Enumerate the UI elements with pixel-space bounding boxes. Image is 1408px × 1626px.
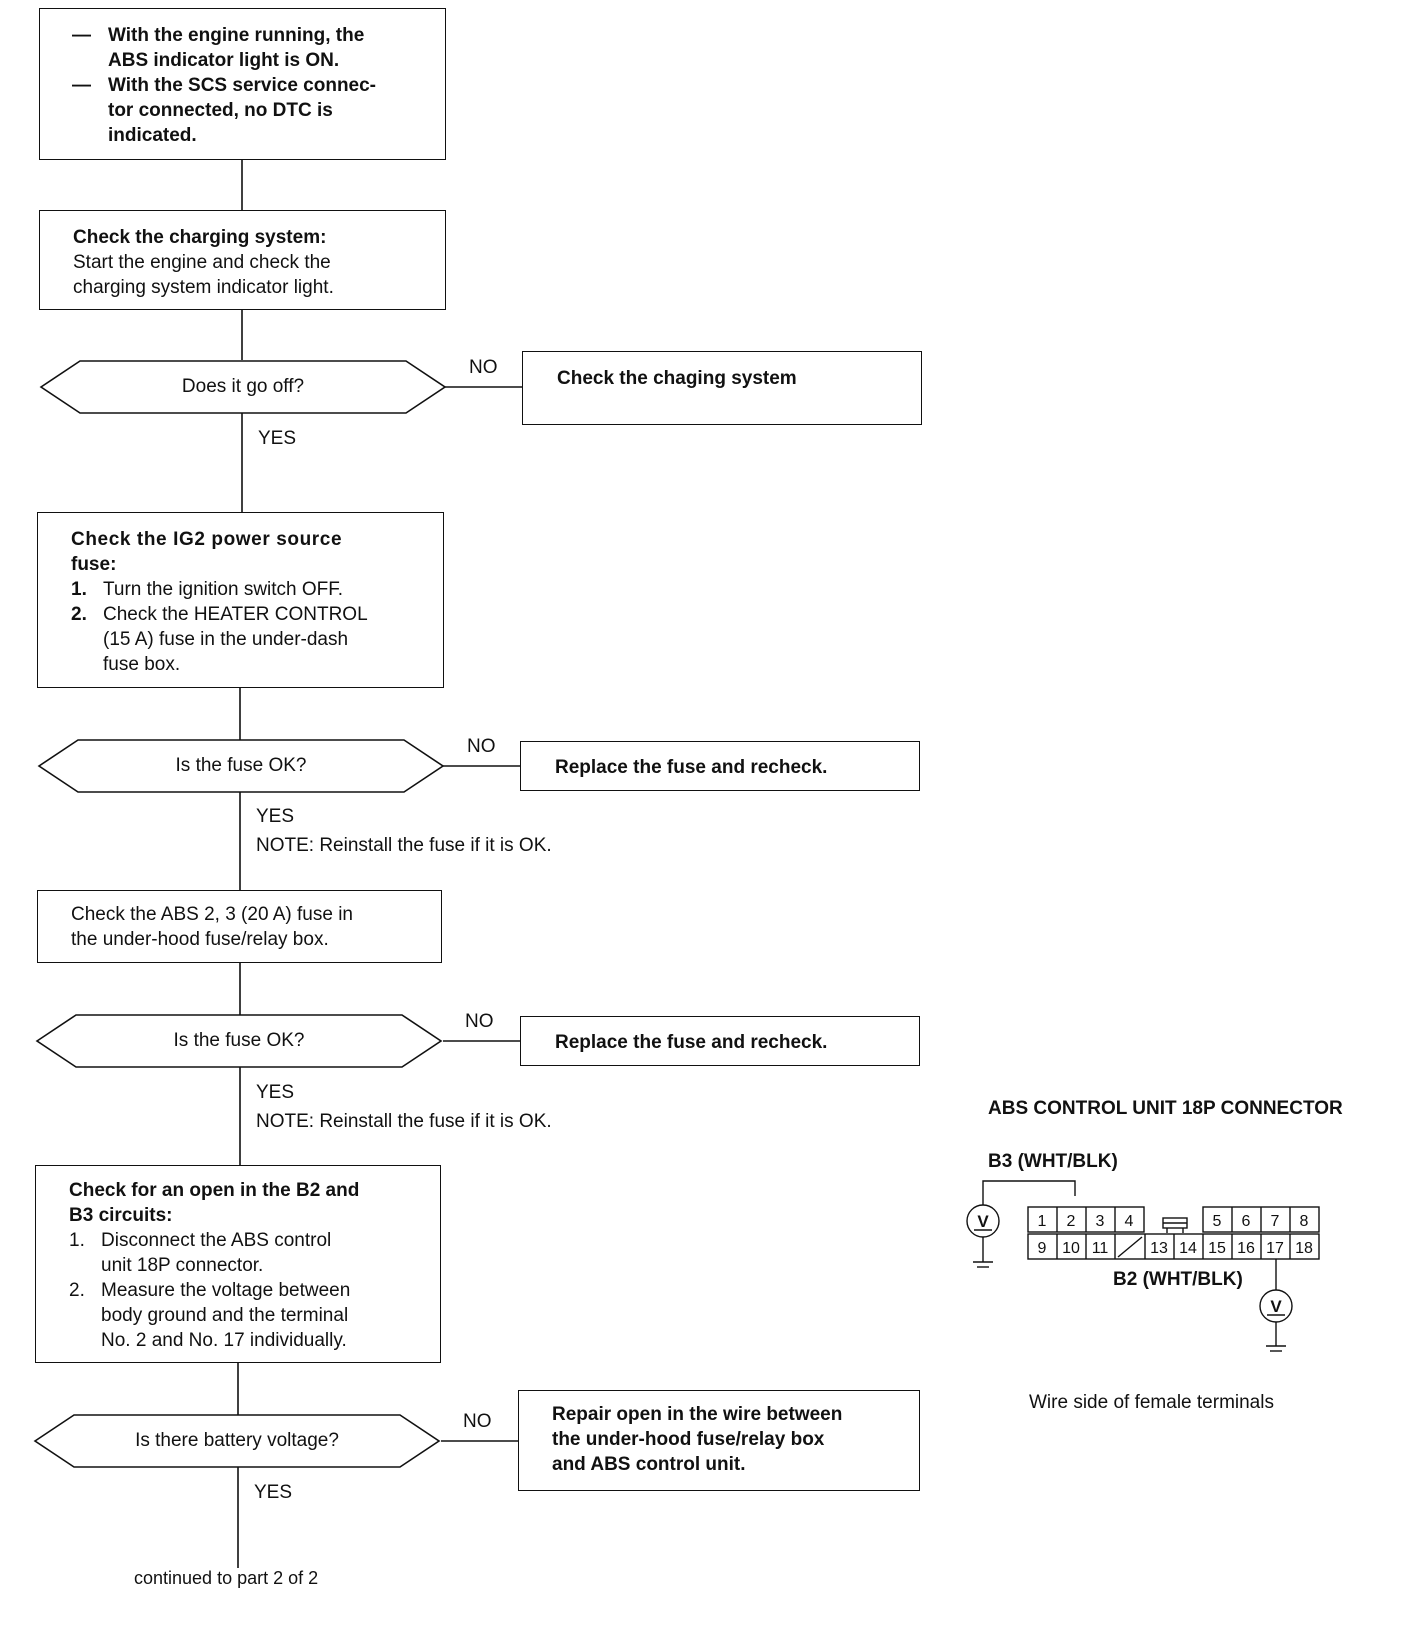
step4-item-1-line-2: unit 18P connector. xyxy=(101,1255,264,1276)
decision-2-no-label: NO xyxy=(467,736,496,757)
start-line-3: With the SCS service connec- xyxy=(108,75,377,96)
decision-4-no-action-line-1: Repair open in the wire between xyxy=(552,1404,843,1425)
step2-title-line-1: Check the IG2 power source xyxy=(71,529,343,550)
decision-3-question: Is the fuse OK? xyxy=(173,1030,305,1051)
connector-title: ABS CONTROL UNIT 18P CONNECTOR xyxy=(988,1098,1343,1119)
start-line-4: tor connected, no DTC is xyxy=(108,100,333,121)
step2-item-2-line-3: fuse box. xyxy=(103,654,181,675)
decision-4-question: Is there battery voltage? xyxy=(135,1430,339,1451)
replace-fuse-action-box-2: Replace the fuse and recheck. xyxy=(520,1016,920,1066)
decision-1-question: Does it go off? xyxy=(181,376,305,397)
step3-line-2: the under-hood fuse/relay box. xyxy=(71,929,329,950)
connector-pin-5: 5 xyxy=(1213,1213,1222,1230)
connector-pin-14: 14 xyxy=(1179,1240,1197,1257)
connector-pin-15: 15 xyxy=(1208,1240,1226,1257)
decision-1-yes-label: YES xyxy=(258,428,297,449)
connector-pin-10: 10 xyxy=(1062,1240,1080,1257)
decision-3-note: NOTE: Reinstall the fuse if it is OK. xyxy=(256,1111,552,1132)
step2-item-1-line-1: Turn the ignition switch OFF. xyxy=(103,579,344,600)
decision-4-no-action-line-3: and ABS control unit. xyxy=(552,1454,746,1475)
decision-4-yes-label: YES xyxy=(254,1482,293,1503)
step2-num-1: 1. xyxy=(71,579,87,600)
step4-item-2-line-2: body ground and the terminal xyxy=(101,1305,349,1326)
connector-pin-8: 8 xyxy=(1300,1213,1309,1230)
connector-pin-4: 4 xyxy=(1125,1213,1134,1230)
step3-line-1: Check the ABS 2, 3 (20 A) fuse in xyxy=(71,904,353,925)
b3-label: B3 (WHT/BLK) xyxy=(988,1151,1118,1172)
start-line-2: ABS indicator light is ON. xyxy=(108,50,340,71)
step4-item-1-line-1: Disconnect the ABS control xyxy=(101,1230,332,1251)
decision-shape-2 xyxy=(37,739,445,793)
step4-num-1: 1. xyxy=(69,1230,85,1251)
step2-title-line-2: fuse: xyxy=(71,554,117,575)
step1-body-line-2: charging system indicator light. xyxy=(73,277,334,298)
start-line-1: With the engine running, the xyxy=(108,25,365,46)
decision-2-note: NOTE: Reinstall the fuse if it is OK. xyxy=(256,835,552,856)
connector-diagram xyxy=(966,1180,1320,1352)
decision-shape-3 xyxy=(35,1014,443,1068)
decision-1-no-label: NO xyxy=(469,357,498,378)
connector-pin-3: 3 xyxy=(1096,1213,1105,1230)
connector-pin-9: 9 xyxy=(1038,1240,1047,1257)
connector-pin-11: 11 xyxy=(1092,1240,1109,1257)
connector-pin-6: 6 xyxy=(1242,1213,1251,1230)
decision-4-no-label: NO xyxy=(463,1411,492,1432)
step4-num-2: 2. xyxy=(69,1280,85,1301)
decision-shape-1 xyxy=(39,360,447,414)
connector-pin-17: 17 xyxy=(1266,1240,1284,1257)
repair-open-action-box: Repair open in the wire between the unde… xyxy=(518,1390,920,1491)
connector-caption: Wire side of female terminals xyxy=(1029,1392,1274,1413)
connector-pin-18: 18 xyxy=(1295,1240,1313,1257)
decision-1-no-action: Check the chaging system xyxy=(557,368,797,389)
b2-label: B2 (WHT/BLK) xyxy=(1113,1269,1243,1290)
check-ig2-fuse-box: Check the IG2 power source fuse: 1. Turn … xyxy=(37,512,444,688)
decision-3-no-action: Replace the fuse and recheck. xyxy=(555,1032,828,1053)
check-abs-fuse-box: Check the ABS 2, 3 (20 A) fuse in the un… xyxy=(37,890,442,963)
voltmeter-right-symbol: V xyxy=(1270,1297,1282,1316)
step4-title-line-1: Check for an open in the B2 and xyxy=(69,1180,360,1201)
step4-item-2-line-1: Measure the voltage between xyxy=(101,1280,351,1301)
dash-bullet: — xyxy=(72,75,91,96)
step2-item-2-line-2: (15 A) fuse in the under-dash xyxy=(103,629,349,650)
step2-num-2: 2. xyxy=(71,604,87,625)
step4-item-2-line-3: No. 2 and No. 17 individually. xyxy=(101,1330,347,1351)
decision-4-no-action-line-2: the under-hood fuse/relay box xyxy=(552,1429,825,1450)
step4-title-line-2: B3 circuits: xyxy=(69,1205,173,1226)
step2-item-2-line-1: Check the HEATER CONTROL xyxy=(103,604,368,625)
decision-2-question: Is the fuse OK? xyxy=(175,755,307,776)
step1-body-line-1: Start the engine and check the xyxy=(73,252,331,273)
start-condition-box: — With the engine running, the ABS indic… xyxy=(39,8,446,160)
decision-3-yes-label: YES xyxy=(256,1082,295,1103)
connector-pin-7: 7 xyxy=(1271,1213,1280,1230)
connector-pin-16: 16 xyxy=(1237,1240,1255,1257)
check-charging-action-box: Check the chaging system xyxy=(522,351,922,425)
check-open-circuit-box: Check for an open in the B2 and B3 circu… xyxy=(35,1165,441,1363)
decision-shape-4 xyxy=(33,1414,441,1468)
decision-3-no-label: NO xyxy=(465,1011,494,1032)
connector-pin-1: 1 xyxy=(1038,1213,1047,1230)
decision-2-yes-label: YES xyxy=(256,806,295,827)
connector-pin-2: 2 xyxy=(1067,1213,1076,1230)
replace-fuse-action-box-1: Replace the fuse and recheck. xyxy=(520,741,920,791)
continued-note: continued to part 2 of 2 xyxy=(134,1568,319,1588)
decision-2-no-action: Replace the fuse and recheck. xyxy=(555,757,828,778)
step1-title: Check the charging system: xyxy=(73,227,327,248)
check-charging-system-box: Check the charging system: Start the eng… xyxy=(39,210,446,310)
dash-bullet: — xyxy=(72,25,91,46)
voltmeter-left-symbol: V xyxy=(977,1212,989,1231)
connector-pin-13: 13 xyxy=(1150,1240,1168,1257)
start-line-5: indicated. xyxy=(108,125,197,146)
